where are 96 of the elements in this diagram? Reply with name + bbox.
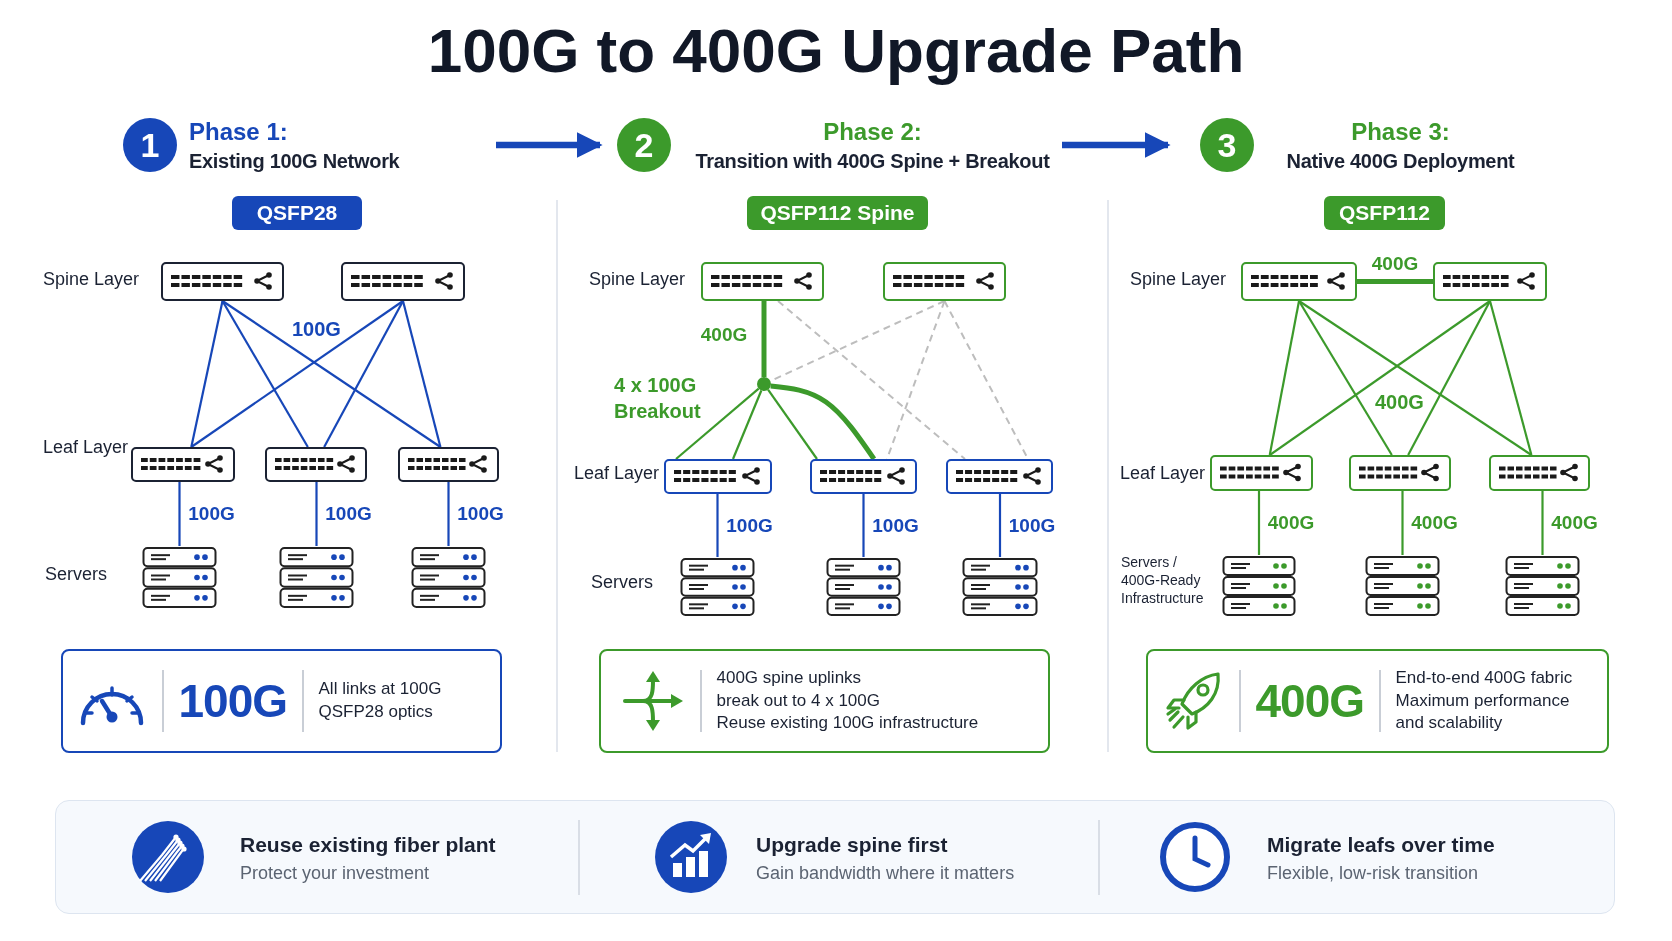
card-text: Maximum performance and scalability [1395,690,1570,733]
network-switch [1241,262,1357,301]
title: 100G to 400G Upgrade Path [427,15,1245,87]
layer-label: Leaf Layer [1120,463,1206,485]
network-link [221,300,442,448]
server-stack [411,546,486,611]
card-text: End-to-end 400G fabric [1395,667,1573,687]
card-text: 400G spine uplinks [716,667,862,687]
network-link [1488,300,1533,456]
server-stack [1365,555,1440,619]
layer-label: Spine Layer [589,269,686,291]
network-switch [1489,455,1590,491]
network-link [1401,491,1404,555]
network-link [190,300,404,448]
server-stack [279,546,354,611]
benefit-title: Upgrade spine first [756,832,948,858]
network-switch [161,262,284,301]
network-link [1541,491,1544,555]
server-stack [1222,555,1296,619]
breakout-junction [757,377,771,391]
summary-card [61,649,502,753]
phase-label: Phase 3: [1351,118,1450,146]
network-switch [1210,455,1313,491]
network-link [862,494,865,557]
layer-label: Servers [45,564,107,586]
server-stack [142,546,217,611]
phase-label: Phase 2: [823,118,922,146]
card-text: All links at 100G [318,679,442,699]
network-switch [265,447,367,482]
network-link [1269,300,1491,456]
network-switch [1433,262,1547,301]
network-link [716,494,719,557]
network-link [1298,300,1533,456]
summary-card [1146,649,1609,753]
network-switch [701,262,824,301]
server-stack [826,557,901,619]
network-link [221,300,309,448]
network-switch [664,459,772,494]
network-link [401,300,442,448]
optics-tag: QSFP112 Spine [747,196,928,230]
layer-label: Leaf Layer [574,463,660,485]
network-link [998,494,1002,557]
optics-tag: QSFP28 [232,196,362,230]
network-switch [810,459,917,494]
network-link [447,482,450,546]
network-switch [883,262,1006,301]
network-link [761,301,767,377]
network-link [770,383,877,461]
network-link [732,390,763,460]
layer-label: Leaf Layer [43,437,129,459]
network-link [178,482,181,546]
layer-label: Spine Layer [43,269,140,291]
speed-label: 400G [1375,390,1424,414]
optics-tag: QSFP112 [1324,196,1445,230]
network-link [315,482,318,546]
network-link [767,389,818,460]
network-link [1268,300,1301,456]
network-link [190,300,224,448]
network-link [323,300,404,448]
network-link [1407,300,1491,456]
server-stack [962,557,1038,619]
benefit-title: Migrate leafs over time [1267,832,1495,858]
network-switch [131,447,235,482]
phase-title: Existing 100G Network [189,149,400,172]
layer-label: Servers [591,572,653,594]
benefit-title: Reuse existing fiber plant [240,832,496,858]
network-link [1257,491,1261,555]
speed-value: 400G [1255,674,1365,728]
speed-value: 100G [178,674,288,728]
network-switch [1349,455,1451,491]
benefit-text: Flexible, low-risk transition [1267,863,1479,885]
step-number: 2 [617,118,671,172]
network-link [777,300,966,460]
benefit-text: Protect your investment [240,863,430,885]
step-number: 3 [1200,118,1254,172]
phase-title: Native 400G Deployment [1286,149,1515,172]
server-stack [680,557,755,619]
phase-title: Transition with 400G Spine + Breakout [695,149,1050,172]
network-link [1298,300,1393,456]
layer-label: Spine Layer [1130,269,1227,291]
card-text: break out to 4 x 100G [716,690,880,710]
card-text: Reuse existing 100G infrastructure [716,713,979,733]
layer-label: Servers / 400G-Ready Infrastructure [1121,553,1205,608]
network-switch [341,262,465,301]
card-text: QSFP28 optics [318,702,433,721]
network-link [1357,279,1433,284]
network-switch [946,459,1053,494]
server-stack [1505,555,1580,619]
step-number: 1 [123,118,177,172]
network-link [675,387,760,460]
summary-card [599,649,1050,753]
network-switch [398,447,499,482]
benefit-text: Gain bandwidth where it matters [756,863,1015,885]
phase-label: Phase 1: [189,118,288,146]
speed-label: 4 x 100G Breakout [614,373,702,424]
speed-label: 100G [292,317,341,341]
